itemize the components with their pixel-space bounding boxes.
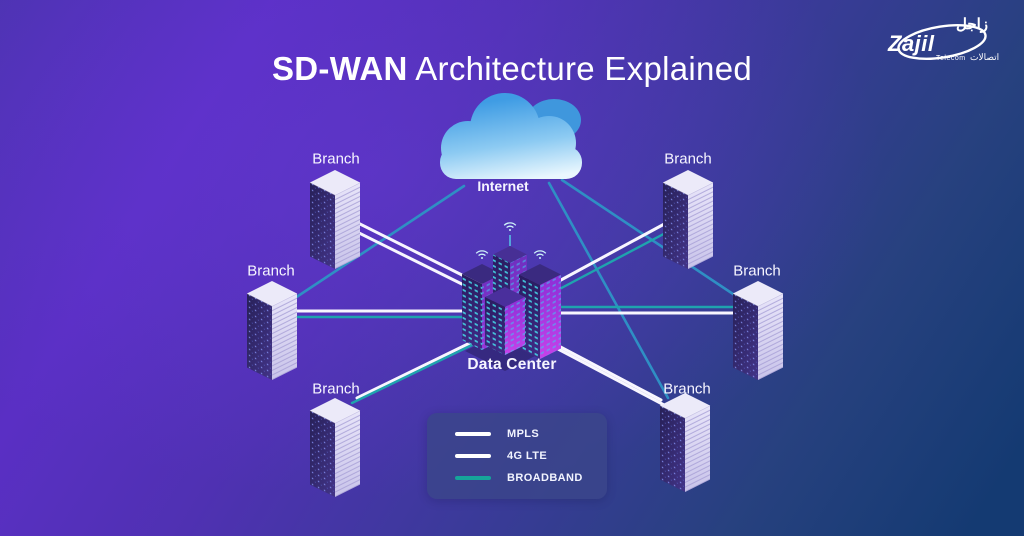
lte-line-swatch [455,454,491,458]
legend-label-lte: 4G LTE [507,450,548,462]
legend-row-lte: 4G LTE [455,450,589,462]
branch-mid-right-icon [732,280,784,381]
legend-row-broadband: BROADBAND [455,472,589,484]
legend-row-mpls: MPLS [455,428,589,440]
branch-mid-left-icon [246,280,298,381]
branch-label-bottom-left: Branch [312,380,360,398]
page-title: SD-WAN Architecture Explained [0,50,1024,88]
internet-label: Internet [477,178,529,194]
datacenter-label: Data Center [467,356,557,373]
legend-label-mpls: MPLS [507,428,540,440]
branch-bottom-left-icon [309,397,361,498]
broadband-branch-lines [284,227,742,405]
zajil-logo: زاجل Zajil Telecom اتصالات [876,6,1008,78]
page-title-bold: SD-WAN [271,50,408,87]
logo-telecom-text: Telecom [936,55,966,62]
branch-top-right-icon [662,169,714,270]
branch-label-top-left: Branch [312,150,360,168]
page-title-rest: Architecture Explained [407,50,753,87]
datacenter-illustration [462,222,561,371]
branch-bottom-right-icon [659,392,711,493]
branch-label-top-right: Branch [664,150,712,168]
cloud-icon [440,93,582,179]
logo-latin-wordmark: Zajil [888,31,935,56]
branch-label-mid-left: Branch [247,262,295,280]
branch-label-mid-right: Branch [733,262,781,280]
logo-arabic-wordmark: زاجل [955,16,988,33]
broadband-line-swatch [455,476,491,480]
datacenter-tower-front [485,287,525,355]
branch-top-left-icon [309,169,361,270]
branch-label-bottom-right: Branch [663,380,711,398]
legend-panel: MPLS 4G LTE BROADBAND [427,413,607,499]
mpls-line-swatch [455,432,491,436]
legend-label-broadband: BROADBAND [507,472,583,484]
logo-telecom-arabic-text: اتصالات [970,52,1000,62]
logo-ellipse-icon [897,24,987,60]
